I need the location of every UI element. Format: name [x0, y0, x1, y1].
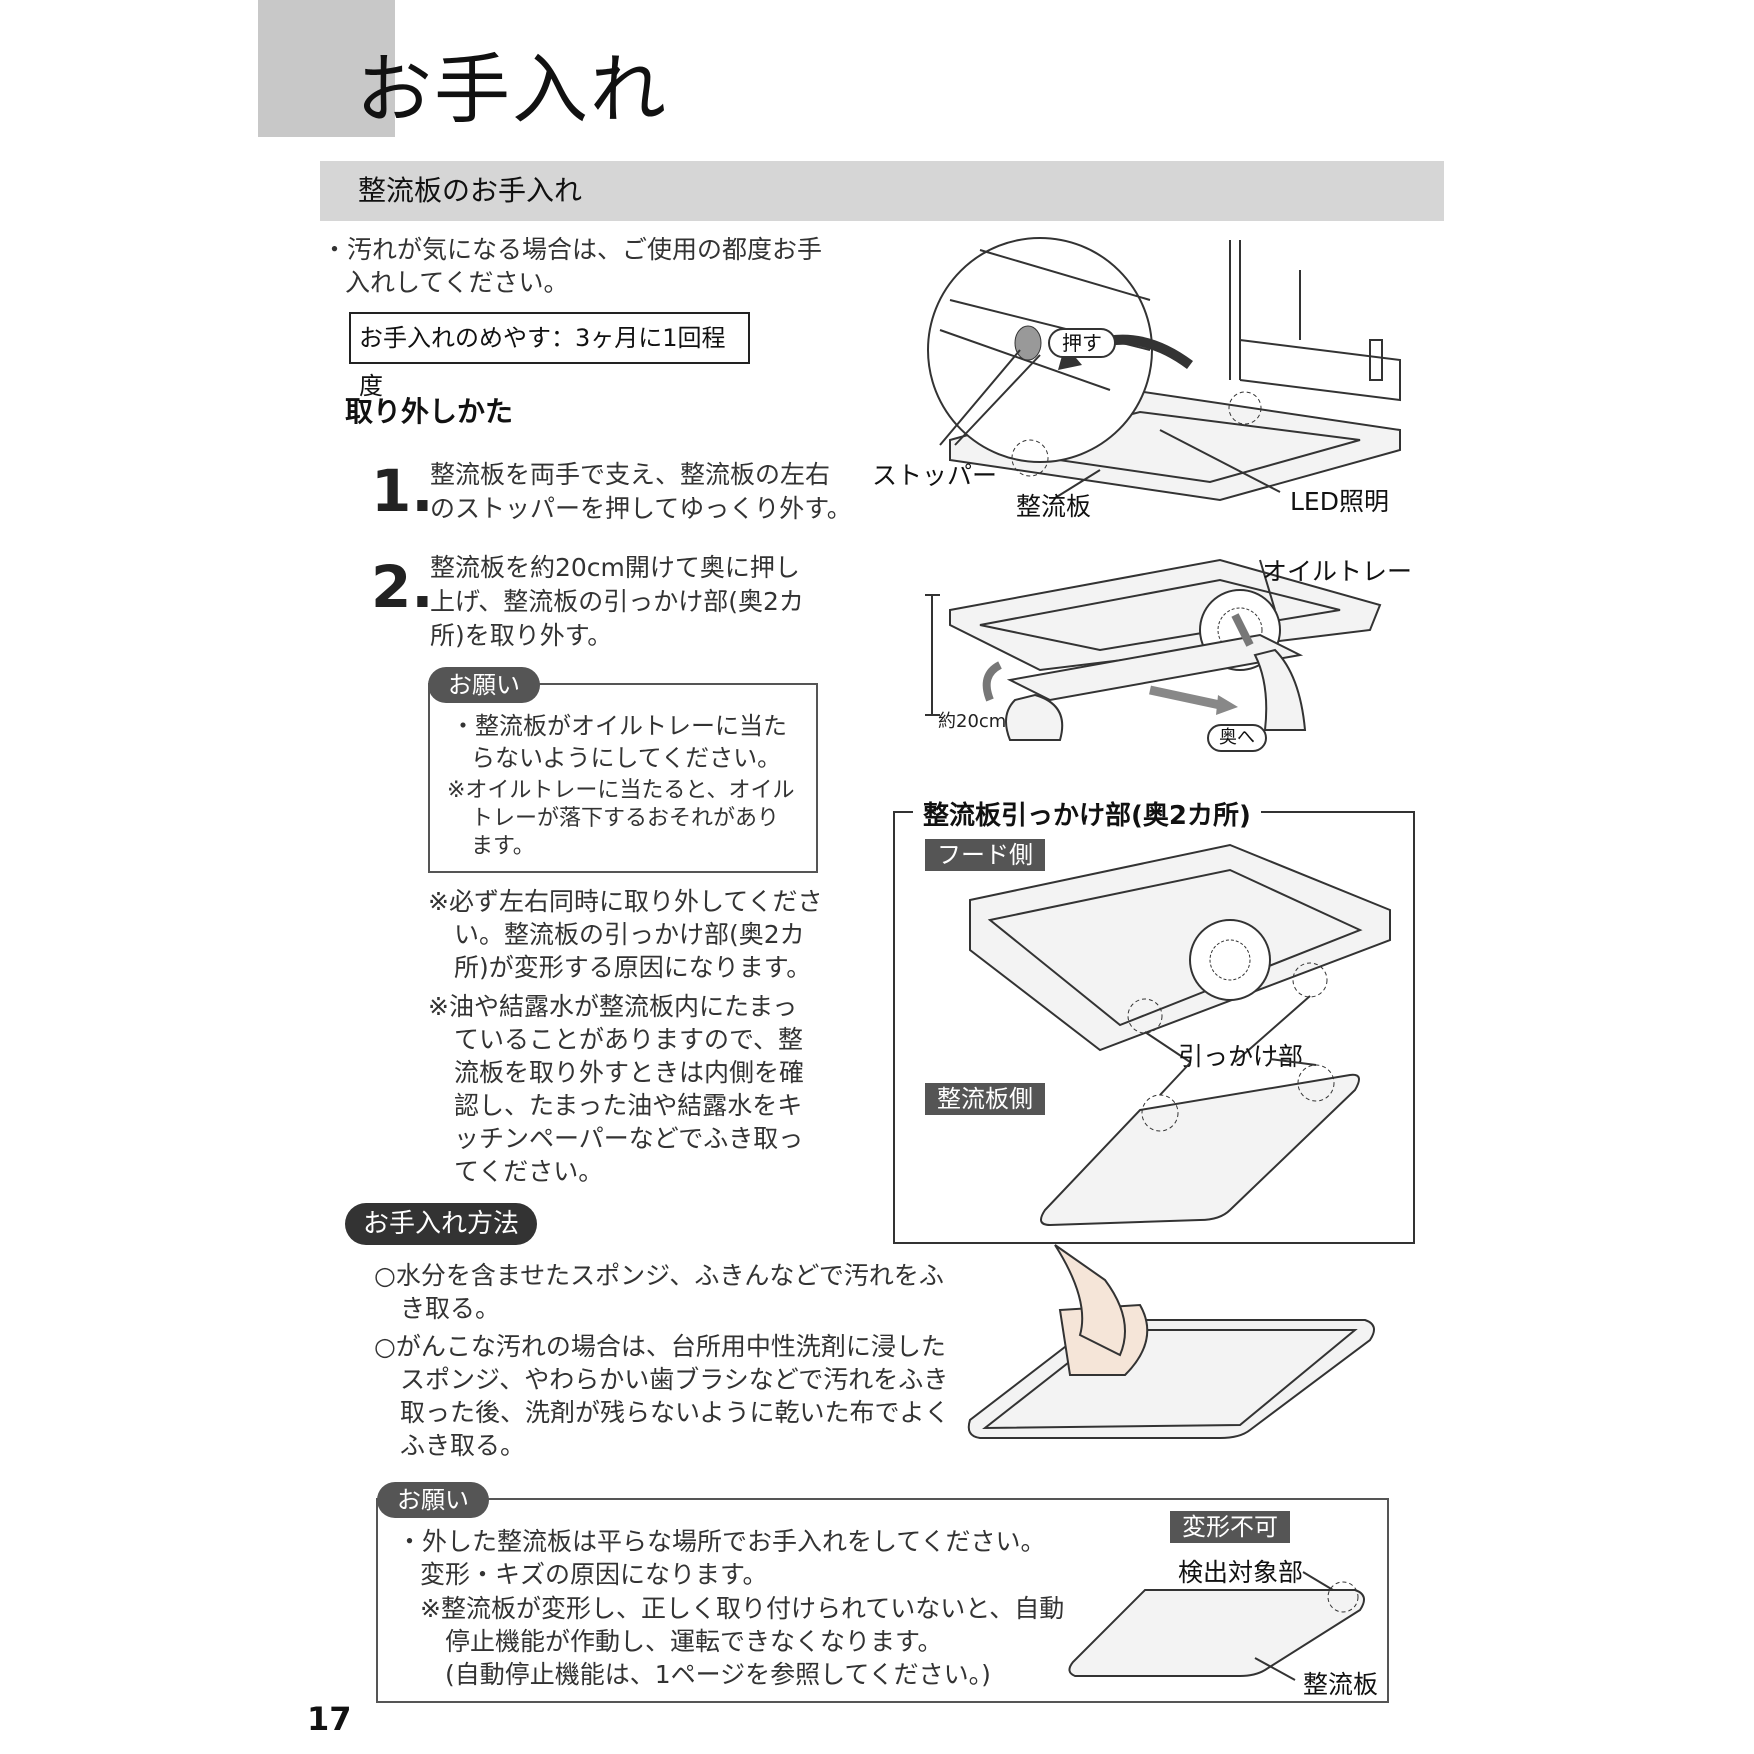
oil-tray-label: オイルトレー — [1262, 557, 1413, 586]
step-2-line-3: 所)を取り外す。 — [430, 621, 613, 650]
section-title: 整流板のお手入れ — [358, 174, 583, 207]
guide-box: お手入れのめやす：3ヶ月に1回程度 — [349, 312, 750, 400]
note-line-9: てください。 — [454, 1157, 604, 1186]
step-1-number: 1. — [371, 457, 434, 525]
figure-detect — [1068, 1571, 1365, 1681]
request-line-4: トレーが落下するおそれがあり — [471, 806, 780, 831]
figure-wipe — [967, 1244, 1375, 1439]
bottom-line-3: ※整流板が変形し、正しく取り付けられていないと、自動 — [420, 1594, 1065, 1623]
method-label: お手入れ方法 — [345, 1203, 538, 1245]
note-line-7: 認し、たまった油や結露水をキ — [454, 1091, 803, 1120]
hook-panel-title: 整流板引っかけ部(奥2カ所) — [913, 795, 1261, 832]
bottom-line-4: 停止機能が作動し、運転できなくなります。 — [445, 1627, 943, 1656]
method-line-3: ○がんこな汚れの場合は、台所用中性洗剤に浸した — [374, 1332, 946, 1361]
page-title: お手入れ — [356, 45, 668, 134]
request-line-2: らないようにしてください。 — [471, 744, 782, 772]
bottom-line-5: (自動停止機能は、1ページを参照してください。) — [445, 1660, 991, 1689]
plate-shape — [1006, 633, 1304, 702]
note-line-6: 流板を取り外すときは内側を確 — [454, 1058, 805, 1087]
deform-tag: 変形不可 — [1170, 1511, 1290, 1543]
removal-heading: 取り外しかた — [345, 395, 514, 428]
distance-label: 約20cm — [938, 711, 1007, 732]
figure-oil-tray — [925, 558, 1382, 741]
hood-underside — [949, 558, 1382, 672]
note-line-4: ※油や結露水が整流板内にたまっ — [428, 992, 798, 1021]
plate-side-tag: 整流板側 — [925, 1083, 1045, 1115]
request-line-1: ・整流板がオイルトレーに当た — [451, 712, 787, 740]
fan-icon — [1189, 919, 1271, 1001]
figure-stopper — [927, 237, 1401, 502]
method-line-2: き取る。 — [400, 1294, 501, 1323]
hook-label: 引っかけ部 — [1178, 1042, 1304, 1071]
request-line-5: ます。 — [471, 834, 535, 859]
note-line-5: ていることがありますので、整 — [454, 1025, 804, 1054]
note-line-3: 所)が変形する原因になります。 — [454, 953, 812, 982]
right-hand-icon — [1253, 648, 1307, 731]
push-label: 押す — [1048, 328, 1116, 358]
hand-icon — [1054, 1244, 1126, 1357]
method-line-1: ○水分を含ませたスポンジ、ふきんなどで汚れをふ — [374, 1261, 944, 1290]
note-line-1: ※必ず左右同時に取り外してくださ — [428, 887, 823, 916]
method-line-4: スポンジ、やわらかい歯ブラシなどで汚れをふき — [400, 1365, 949, 1394]
method-line-6: ふき取る。 — [400, 1431, 526, 1460]
page-number: 17 — [307, 1700, 352, 1738]
bottom-plate-label: 整流板 — [1303, 1670, 1379, 1699]
bottom-request-box — [376, 1498, 1389, 1703]
hood-side-tag: フード側 — [925, 839, 1045, 871]
arrow-back-icon — [1216, 695, 1238, 715]
step-2-line-1: 整流板を約20cm開けて奥に押し — [430, 553, 800, 582]
method-line-5: 取った後、洗剤が残らないように乾いた布でよく — [400, 1398, 950, 1427]
stopper-label: ストッパー — [872, 461, 998, 490]
bottom-line-2: 変形・キズの原因になります。 — [420, 1560, 768, 1589]
note-line-8: ッチンペーパーなどでふき取っ — [454, 1124, 804, 1153]
bottom-line-1: ・外した整流板は平らな場所でお手入れをしてください。 — [397, 1527, 1046, 1556]
plate-label: 整流板 — [1016, 492, 1092, 521]
request-line-3: ※オイルトレーに当たると、オイル — [447, 778, 795, 803]
header-tab-block — [258, 0, 395, 137]
request-label: お願い — [428, 667, 540, 703]
bottom-request-label: お願い — [377, 1482, 489, 1518]
step-1-line-2: のストッパーを押してゆっくり外す。 — [430, 494, 852, 523]
back-label: 奥へ — [1207, 724, 1267, 752]
led-label: LED照明 — [1290, 487, 1389, 516]
bracket-icon — [1369, 339, 1383, 381]
intro-line-1: ・汚れが気になる場合は、ご使用の都度お手 — [322, 235, 823, 264]
request-box — [428, 683, 818, 873]
step-2-number: 2. — [371, 553, 434, 621]
stopper-button-icon — [1014, 325, 1042, 361]
left-hand-icon — [1005, 693, 1064, 741]
step-1-line-1: 整流板を両手で支え、整流板の左右 — [430, 460, 831, 489]
figure-hook-hood — [969, 843, 1391, 1063]
detect-target-icon — [1327, 1581, 1359, 1613]
note-line-2: い。整流板の引っかけ部(奥2カ — [454, 920, 805, 949]
figure-hook-plate — [1040, 1058, 1360, 1227]
detect-label: 検出対象部 — [1178, 1558, 1304, 1587]
intro-line-2: 入れしてください。 — [345, 268, 569, 297]
step-2-line-2: 上げ、整流板の引っかけ部(奥2カ — [430, 587, 804, 616]
section-bar — [320, 161, 1444, 221]
